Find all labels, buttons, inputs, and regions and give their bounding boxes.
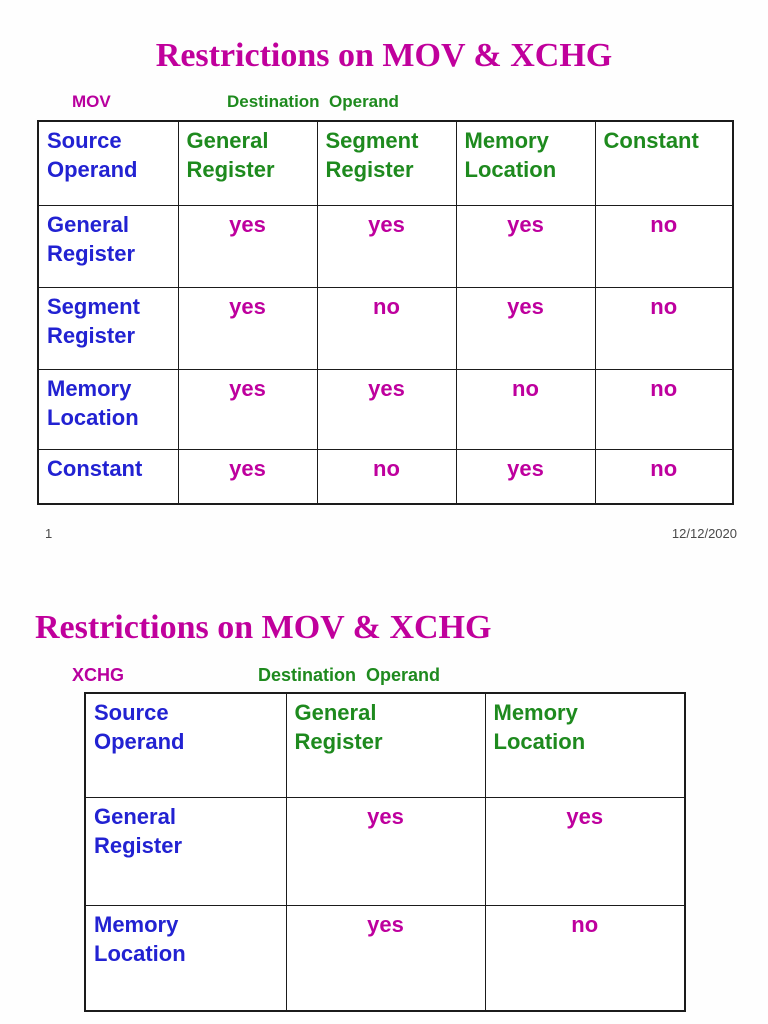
slide2-title: Restrictions on MOV & XCHG [35, 609, 492, 646]
column-header: Memory Location [455, 120, 596, 206]
cell-value: yes [177, 368, 318, 450]
cell-value: yes [484, 796, 686, 906]
corner-header-cell: Source Operand [37, 120, 179, 206]
table-row: Memory Location yes no [84, 904, 686, 1012]
footer-date: 12/12/2020 [671, 526, 737, 541]
mov-restrictions-table: Source Operand General Register Segment … [37, 120, 734, 505]
column-header: Segment Register [316, 120, 457, 206]
column-header: General Register [285, 692, 486, 798]
footer-page-number: 1 [45, 526, 53, 541]
row-label: General Register [37, 204, 179, 288]
cell-value: no [484, 904, 686, 1012]
column-header: Constant [594, 120, 734, 206]
row-label: Segment Register [37, 286, 179, 370]
cell-value: yes [285, 796, 486, 906]
table-row: Memory Location yes yes no no [37, 368, 734, 450]
cell-value: yes [316, 204, 457, 288]
xchg-restrictions-table: Source Operand General Register Memory L… [84, 692, 686, 1012]
table-row: General Register yes yes yes no [37, 204, 734, 288]
cell-value: yes [455, 286, 596, 370]
table-header-row: Source Operand General Register Memory L… [84, 692, 686, 798]
cell-value: no [316, 448, 457, 505]
cell-value: no [455, 368, 596, 450]
table-header-row: Source Operand General Register Segment … [37, 120, 734, 206]
column-header: General Register [177, 120, 318, 206]
corner-header-cell: Source Operand [84, 692, 287, 798]
cell-value: no [316, 286, 457, 370]
cell-value: yes [455, 204, 596, 288]
table-row: Constant yes no yes no [37, 448, 734, 505]
cell-value: no [594, 286, 734, 370]
column-header: Memory Location [484, 692, 686, 798]
cell-value: yes [177, 286, 318, 370]
slide1-instruction-label: MOV [72, 92, 111, 111]
row-label: Memory Location [84, 904, 287, 1012]
table-row: Segment Register yes no yes no [37, 286, 734, 370]
slide2-destination-operand-label: Destination Operand [258, 665, 441, 685]
row-label: General Register [84, 796, 287, 906]
cell-value: no [594, 204, 734, 288]
cell-value: yes [177, 448, 318, 505]
row-label: Memory Location [37, 368, 179, 450]
cell-value: no [594, 368, 734, 450]
slide1-title: Restrictions on MOV & XCHG [155, 37, 613, 74]
cell-value: yes [316, 368, 457, 450]
cell-value: yes [177, 204, 318, 288]
cell-value: no [594, 448, 734, 505]
cell-value: yes [285, 904, 486, 1012]
table-row: General Register yes yes [84, 796, 686, 906]
slide2-instruction-label: XCHG [72, 665, 125, 685]
slide1-destination-operand-label: Destination Operand [227, 92, 399, 111]
cell-value: yes [455, 448, 596, 505]
row-label: Constant [37, 448, 179, 505]
